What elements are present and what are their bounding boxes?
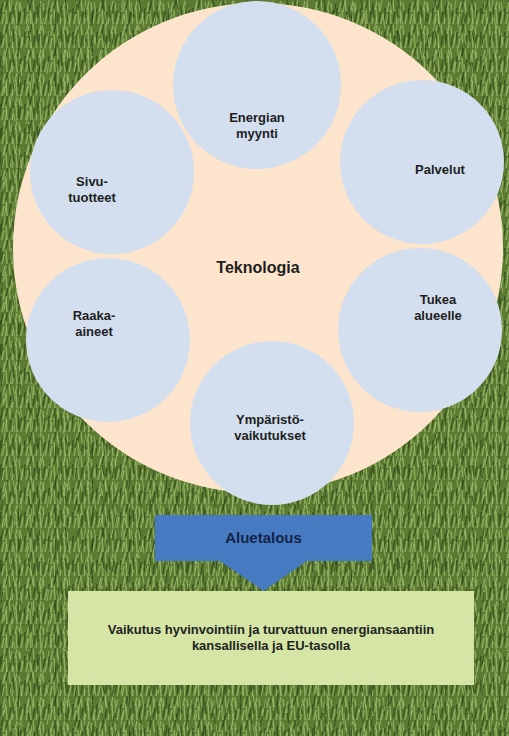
circle-outline — [30, 90, 194, 254]
circle-label: Energian myynti — [229, 110, 285, 141]
factor-circle: Tukea alueelle — [338, 248, 502, 412]
factor-circle: Energian myynti — [173, 1, 341, 169]
circle-label: Teknologia — [216, 258, 299, 277]
factor-circle: Raaka- aineet — [26, 258, 190, 422]
circle-shape — [26, 258, 190, 422]
circle-outline — [340, 80, 504, 244]
circle-shape — [338, 248, 502, 412]
economy-box: Aluetalous — [155, 515, 372, 561]
circle-shape — [173, 1, 341, 169]
impact-box: Vaikutus hyvinvointiin ja turvattuun ene… — [68, 591, 474, 685]
circle-outline — [173, 1, 341, 169]
circle-shape — [340, 80, 504, 244]
factor-circle: Sivu- tuotteet — [30, 90, 194, 254]
outer-circle: Teknologia Energian myyntiPalvelutTukea a… — [13, 3, 503, 493]
box-label: Vaikutus hyvinvointiin ja turvattuun ene… — [99, 622, 444, 653]
circle-shape — [30, 90, 194, 254]
box-label: Aluetalous — [225, 529, 302, 547]
circle-label: Ympäristö- vaikutukset — [234, 412, 306, 443]
circle-label: Tukea alueelle — [414, 292, 462, 323]
flow-arrow — [219, 560, 309, 591]
circle-label: Palvelut — [415, 162, 465, 178]
factor-circle: Ympäristö- vaikutukset — [190, 341, 354, 505]
factor-circle: Palvelut — [340, 80, 504, 244]
circle-outline — [338, 248, 502, 412]
circle-label: Sivu- tuotteet — [68, 174, 116, 205]
circle-outline — [26, 258, 190, 422]
arrow-head — [219, 560, 309, 591]
circle-shape — [190, 341, 354, 505]
circle-label: Raaka- aineet — [73, 308, 116, 339]
